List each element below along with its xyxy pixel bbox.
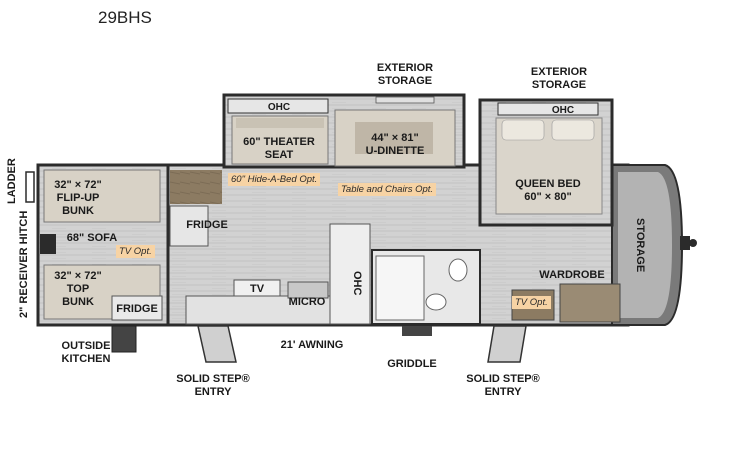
storage-front-label: STORAGE <box>634 218 646 273</box>
exterior-storage-mid: EXTERIOR STORAGE <box>376 62 434 87</box>
exterior-storage-right: EXTERIOR STORAGE <box>530 66 588 91</box>
shower <box>375 255 425 321</box>
right-step <box>487 325 527 363</box>
main-fridge-label: FRIDGE <box>186 219 228 231</box>
tv-bunk-option: TV Opt. <box>116 245 155 258</box>
ohc-slide-label: OHC <box>267 102 291 113</box>
ladder-label: LADDER <box>6 158 18 204</box>
table-chairs-option: Table and Chairs Opt. <box>338 183 437 196</box>
griddle-shape <box>402 326 432 336</box>
solid-step-left-label: SOLID STEP® ENTRY <box>176 373 250 398</box>
sofa-label: 68" SOFA <box>66 232 118 244</box>
ohc-bedroom-label: OHC <box>551 105 575 116</box>
ladder-shape <box>25 171 35 203</box>
bedroom-ohc <box>497 102 599 116</box>
kitchen-counter <box>185 295 347 325</box>
top-bunk-label: 32" × 72" TOP BUNK <box>54 270 102 308</box>
flip-up-bunk-label: 32" × 72" FLIP-UP BUNK <box>54 179 102 217</box>
bunk-cabinet <box>170 170 222 204</box>
outside-kitchen-label: OUTSIDE KITCHEN <box>61 340 111 365</box>
coupler <box>680 236 690 250</box>
ohc-mid-cabinet <box>227 98 329 114</box>
toilet <box>448 258 468 282</box>
front-cap-inner <box>618 172 672 318</box>
receiver-hitch-label: 2" RECEIVER HITCH <box>18 210 30 318</box>
griddle-label: GRIDDLE <box>387 358 437 370</box>
bunk-fridge-shape <box>111 295 163 321</box>
micro-label: MICRO <box>288 296 326 308</box>
hide-a-bed-option: 60" Hide-A-Bed Opt. <box>228 173 321 186</box>
outside-kitchen-shape <box>111 325 137 353</box>
model-name: 29BHS <box>98 8 152 27</box>
solid-step-right-label: SOLID STEP® ENTRY <box>466 373 540 398</box>
coupler-ball <box>689 239 697 247</box>
wardrobe-label: WARDROBE <box>539 269 605 281</box>
main-fridge-shape <box>169 205 209 247</box>
hitch-shape <box>40 234 56 254</box>
flip-up-bunk-shape <box>43 169 161 223</box>
awning-label: 21' AWNING <box>280 339 344 351</box>
queen-bed-label: QUEEN BED 60" × 80" <box>515 178 581 203</box>
left-step <box>197 325 237 363</box>
wardrobe-shape <box>559 283 621 323</box>
sink <box>425 293 447 311</box>
tv-label: TV <box>249 283 265 295</box>
u-dinette-label: 44" × 81" U-DINETTE <box>365 132 425 157</box>
bunk-fridge-label: FRIDGE <box>116 303 158 315</box>
theater-seat-label: 60" THEATER SEAT <box>243 136 315 161</box>
tv-bedroom-option: TV Opt. <box>512 296 551 309</box>
ohc-kitchen-label: OHC <box>351 271 363 296</box>
